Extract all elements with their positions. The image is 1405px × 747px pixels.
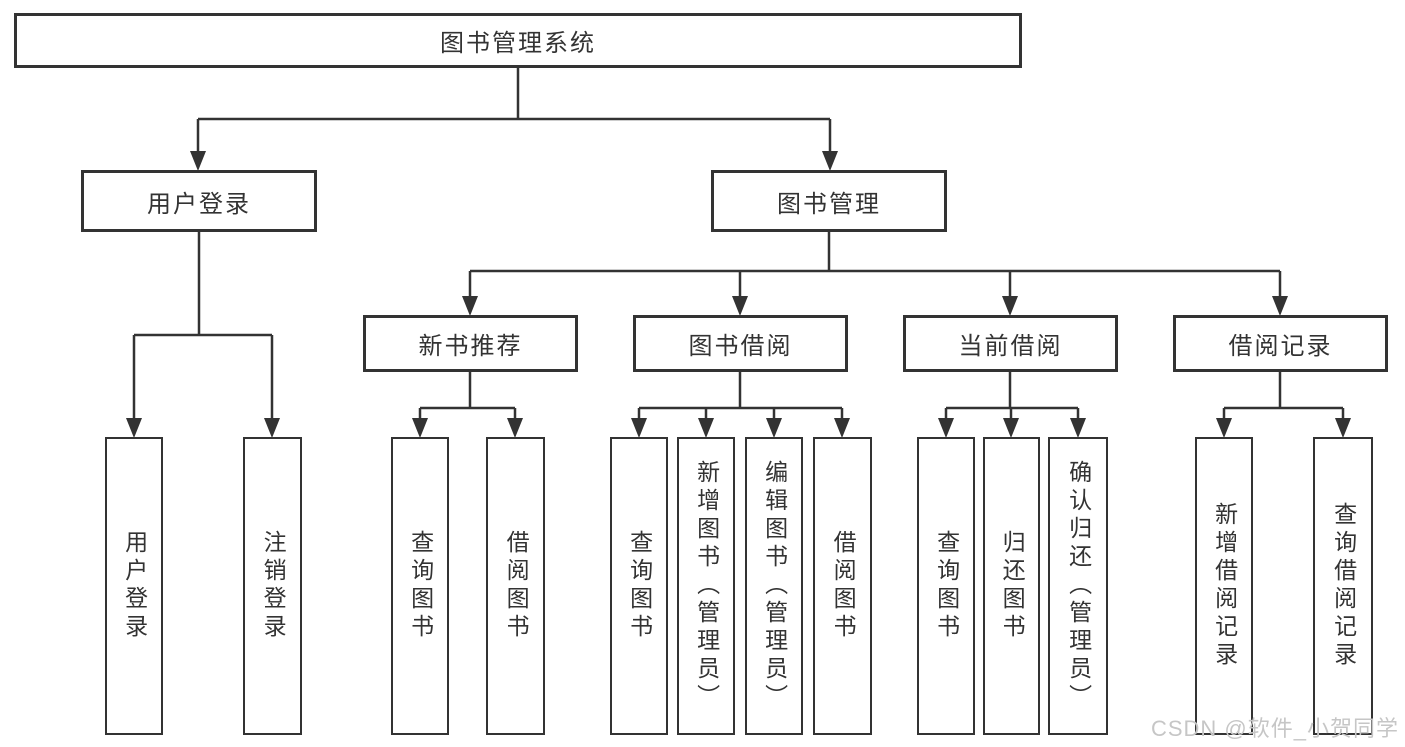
csdn-watermark: CSDN @软件_小贺同学 [1150,716,1399,741]
leaf-return-books: 归还图书 [983,437,1040,735]
leaf-query-books-recommend: 查询图书 [391,437,449,735]
leaf-edit-books-admin: 编辑图书（管理员） [745,437,803,735]
leaf-confirm-return-admin: 确认归还（管理员） [1048,437,1108,735]
leaf-borrow-books-recommend: 借阅图书 [486,437,545,735]
node-book-borrow: 图书借阅 [633,315,848,372]
leaf-add-books-admin: 新增图书（管理员） [677,437,735,735]
leaf-user-login: 用户登录 [105,437,163,735]
leaf-query-books-borrow: 查询图书 [610,437,668,735]
arrowheads [126,151,1351,438]
leaf-query-books-current: 查询图书 [917,437,975,735]
leaf-add-borrow-record: 新增借阅记录 [1195,437,1253,735]
node-user-login: 用户登录 [81,170,317,232]
leaf-borrow-books: 借阅图书 [813,437,872,735]
node-root-library-system: 图书管理系统 [14,13,1022,68]
leaf-query-borrow-record: 查询借阅记录 [1313,437,1373,735]
node-new-book-recommend: 新书推荐 [363,315,578,372]
leaf-logout: 注销登录 [243,437,302,735]
node-current-borrow: 当前借阅 [903,315,1118,372]
node-book-management: 图书管理 [711,170,947,232]
node-borrow-records: 借阅记录 [1173,315,1388,372]
